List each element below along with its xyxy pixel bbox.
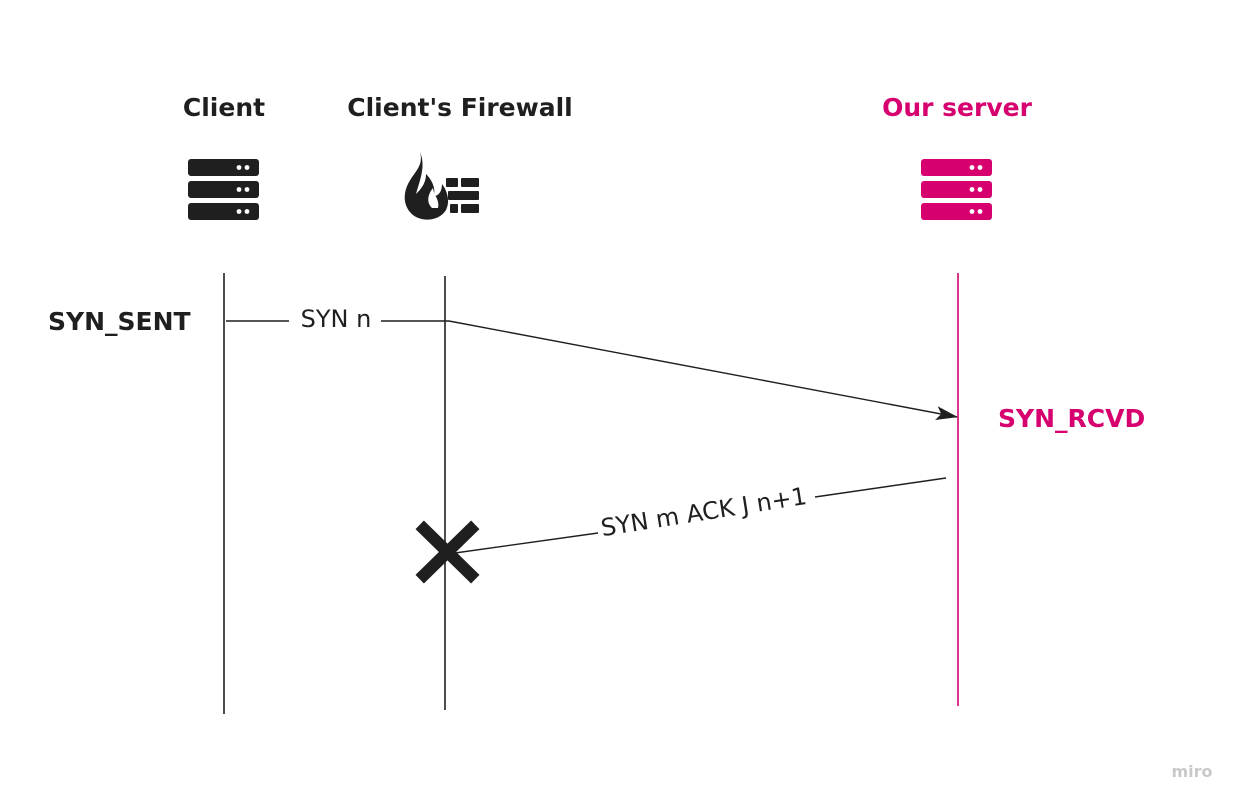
message-syn-ack: SYN m ACK J n+1 [454,477,947,554]
message-syn: SYN n [226,305,958,420]
participant-title-server: Our server [882,93,1033,122]
message-syn-ack-segment-left [454,532,599,554]
close-x-icon [415,520,480,584]
message-syn-ack-label: SYN m ACK J n+1 [599,482,809,542]
miro-watermark: miro [1171,762,1212,781]
message-syn-ack-segment-right [814,477,947,498]
our-server-icon [921,159,992,220]
state-syn-rcvd: SYN_RCVD [998,404,1145,433]
message-syn-label: SYN n [301,305,372,333]
state-syn-sent: SYN_SENT [48,307,191,336]
participant-title-client: Client [183,93,265,122]
client-server-icon [188,159,259,220]
firewall-icon [404,152,479,220]
participant-title-firewall: Client's Firewall [347,93,572,122]
message-syn-arrow [448,320,958,420]
